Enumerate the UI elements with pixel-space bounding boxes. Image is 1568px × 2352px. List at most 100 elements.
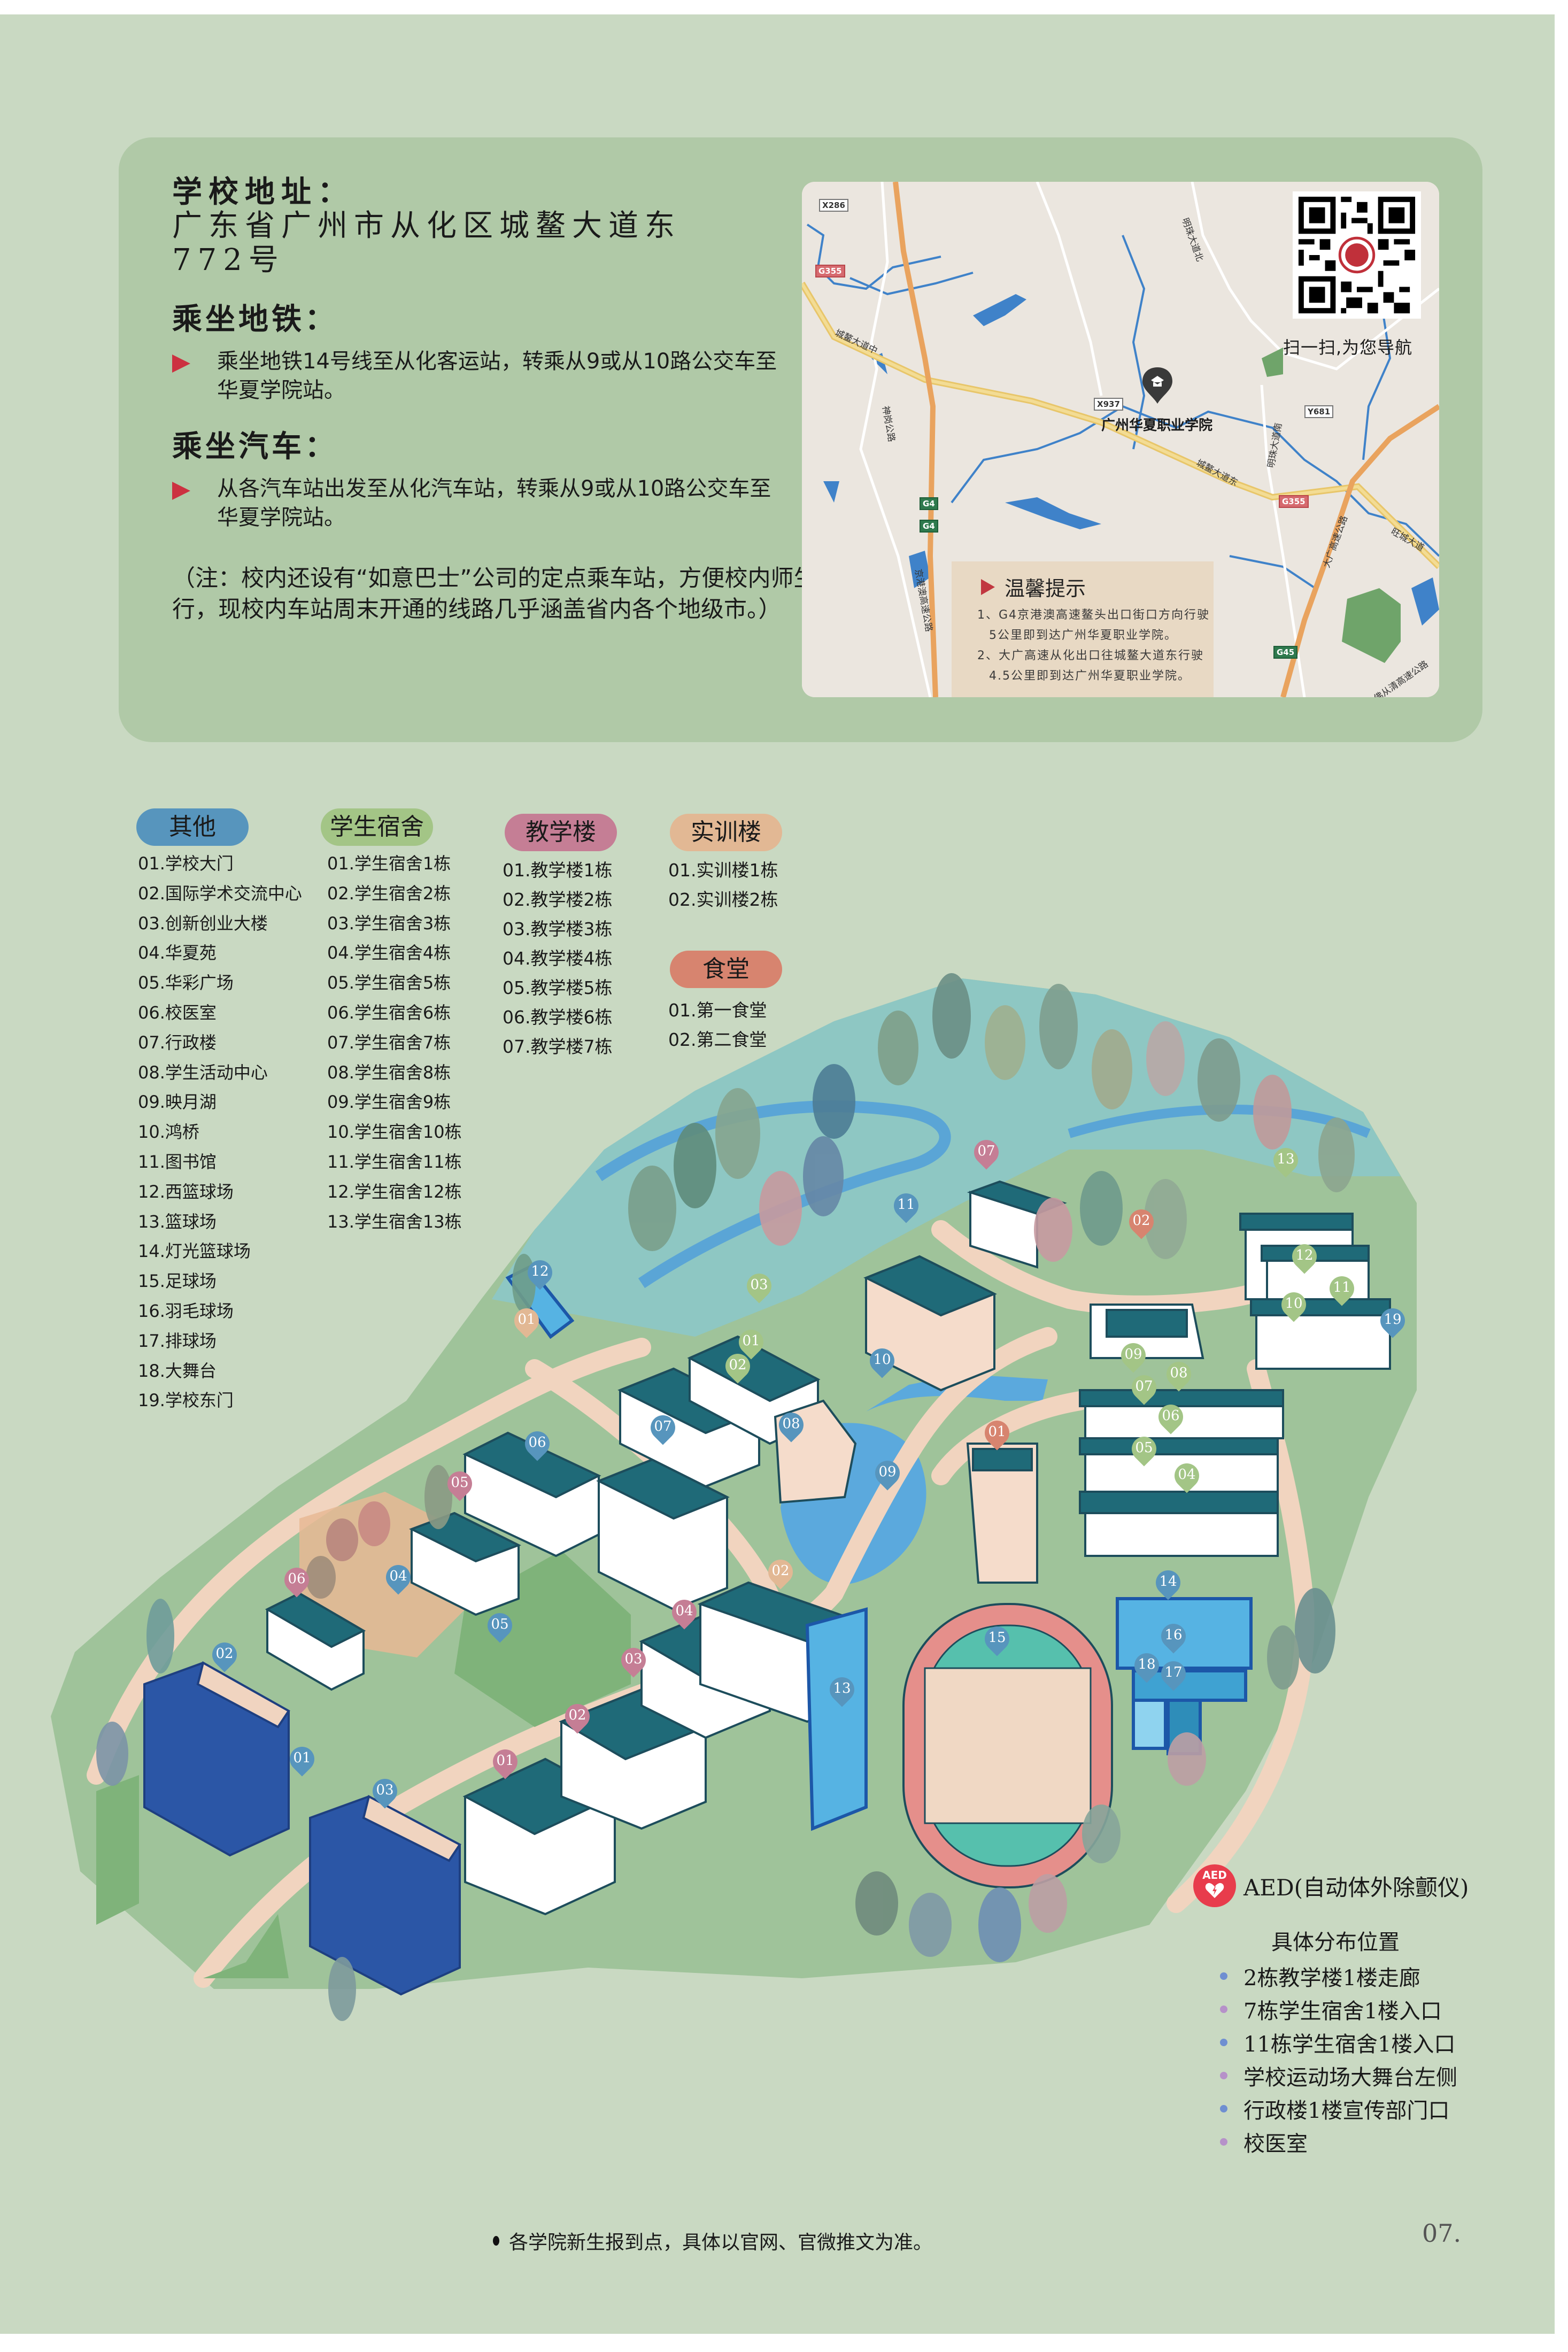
legend-label: 食堂 <box>702 955 750 983</box>
map-marker-dorm-03[interactable]: 03 <box>741 1268 777 1307</box>
marker-number: 15 <box>988 1630 1006 1646</box>
map-marker-dorm-06[interactable]: 06 <box>1153 1399 1188 1438</box>
map-marker-dorm-12[interactable]: 12 <box>1287 1239 1322 1277</box>
legend-item: 09.学生宿舍9栋 <box>327 1092 451 1113</box>
map-marker-teaching-01[interactable]: 01 <box>488 1744 523 1783</box>
map-marker-other-02[interactable]: 02 <box>207 1637 242 1676</box>
legend-item: 01.学校大门 <box>138 853 234 874</box>
map-marker-other-01[interactable]: 01 <box>284 1741 320 1780</box>
page-number: 07. <box>1422 2219 1462 2248</box>
map-marker-other-17[interactable]: 17 <box>1156 1656 1191 1694</box>
map-marker-teaching-05[interactable]: 05 <box>442 1466 477 1505</box>
map-marker-other-06[interactable]: 06 <box>520 1426 555 1464</box>
map-marker-teaching-02[interactable]: 02 <box>560 1699 595 1737</box>
marker-number: 01 <box>517 1312 536 1328</box>
map-marker-dorm-08[interactable]: 08 <box>1161 1356 1196 1395</box>
map-marker-other-04[interactable]: 04 <box>381 1560 416 1598</box>
map-marker-teaching-04[interactable]: 04 <box>667 1594 702 1633</box>
location-map[interactable]: X286 G355 X937 Y681 G4 G4 G355 G45 城鳌大道中… <box>802 182 1439 697</box>
legend-label: 其他 <box>169 813 216 840</box>
marker-number: 07 <box>654 1418 672 1435</box>
road-tag-g45: G45 <box>1273 646 1298 659</box>
legend-label: 实训楼 <box>691 819 761 846</box>
legend-item: 07.教学楼7栋 <box>503 1036 613 1057</box>
tip-line: 5公里即到达广州华夏职业学院。 <box>989 629 1177 642</box>
address-line-1: 广东省广州市从化区城鳌大道东 <box>172 209 681 243</box>
road-tag-g355: G355 <box>815 265 845 277</box>
aed-heart-icon: AED <box>1193 1864 1236 1907</box>
aed-header: AED AED(自动体外除颤仪) <box>1193 1864 1469 1907</box>
aed-location-text: 2栋教学楼1楼走廊 <box>1243 1966 1420 1991</box>
marker-number: 03 <box>750 1277 768 1293</box>
qr-code[interactable] <box>1293 191 1421 319</box>
bullet-dot-icon <box>1220 1972 1227 1980</box>
map-marker-dorm-02[interactable]: 02 <box>720 1348 755 1387</box>
map-marker-canteen-01[interactable]: 01 <box>979 1415 1015 1454</box>
address-and-transport: 学校地址： 广东省广州市从化区城鳌大道东 772号 乘坐地铁： 乘坐地铁14号线… <box>172 175 840 625</box>
map-marker-other-19[interactable]: 19 <box>1375 1303 1410 1341</box>
marker-number: 18 <box>1138 1656 1156 1672</box>
map-marker-other-07[interactable]: 07 <box>645 1410 681 1448</box>
legend-pill-dorm: 学生宿舍 <box>321 808 433 846</box>
map-marker-other-10[interactable]: 10 <box>864 1343 900 1382</box>
legend-item: 03.教学楼3栋 <box>503 919 613 939</box>
legend-item: 12.西篮球场 <box>138 1181 234 1202</box>
legend-item: 15.足球场 <box>138 1271 217 1292</box>
map-marker-dorm-05[interactable]: 05 <box>1126 1431 1162 1470</box>
legend-item: 03.学生宿舍3栋 <box>327 913 451 934</box>
map-marker-other-05[interactable]: 05 <box>482 1608 517 1646</box>
map-marker-other-13[interactable]: 13 <box>824 1672 860 1710</box>
transport-info-card: 学校地址： 广东省广州市从化区城鳌大道东 772号 乘坐地铁： 乘坐地铁14号线… <box>119 137 1482 742</box>
triangle-bullet-icon <box>981 579 995 595</box>
map-marker-dorm-13[interactable]: 13 <box>1268 1143 1303 1181</box>
legend-item: 01.教学楼1栋 <box>503 860 613 881</box>
map-marker-other-18[interactable]: 18 <box>1129 1648 1164 1686</box>
bullet-dot-icon <box>493 2236 499 2246</box>
tip-line: 1、G4京港澳高速鳌头出口街口方向行驶 <box>977 608 1210 622</box>
map-marker-training-02[interactable]: 02 <box>763 1554 798 1593</box>
marker-number: 02 <box>1132 1213 1150 1229</box>
road-tag-x937: X937 <box>1094 398 1123 411</box>
map-marker-dorm-01[interactable]: 01 <box>733 1324 769 1363</box>
map-marker-teaching-06[interactable]: 06 <box>279 1562 314 1601</box>
map-marker-dorm-10[interactable]: 10 <box>1276 1287 1311 1325</box>
marker-number: 02 <box>729 1357 747 1373</box>
marker-number: 17 <box>1164 1664 1183 1680</box>
map-marker-dorm-11[interactable]: 11 <box>1324 1271 1360 1309</box>
marker-number: 04 <box>675 1603 693 1619</box>
legend-item: 08.学生宿舍8栋 <box>327 1062 451 1083</box>
marker-number: 14 <box>1159 1574 1177 1590</box>
legend-pill-other: 其他 <box>136 808 249 846</box>
marker-number: 07 <box>1135 1378 1153 1394</box>
legend-item: 04.华夏苑 <box>138 943 217 963</box>
aed-location-text: 校医室 <box>1243 2132 1308 2156</box>
map-marker-other-15[interactable]: 15 <box>979 1621 1015 1660</box>
map-marker-canteen-02[interactable]: 02 <box>1124 1204 1159 1243</box>
triangle-bullet-icon <box>172 354 190 373</box>
marker-number: 03 <box>624 1651 643 1667</box>
legend-item: 06.教学楼6栋 <box>503 1007 613 1028</box>
map-marker-training-01[interactable]: 01 <box>509 1303 544 1341</box>
map-marker-teaching-07[interactable]: 07 <box>969 1135 1004 1173</box>
marker-number: 05 <box>491 1616 509 1632</box>
aed-location-item: 学校运动场大舞台左侧 <box>1220 2059 1457 2092</box>
marker-number: 05 <box>451 1475 469 1491</box>
map-marker-other-16[interactable]: 16 <box>1156 1618 1191 1657</box>
map-marker-other-14[interactable]: 14 <box>1150 1565 1186 1603</box>
map-marker-teaching-03[interactable]: 03 <box>616 1642 651 1681</box>
map-marker-dorm-09[interactable]: 09 <box>1116 1338 1151 1376</box>
map-marker-other-09[interactable]: 09 <box>870 1455 905 1494</box>
map-marker-dorm-07[interactable]: 07 <box>1126 1370 1162 1408</box>
legend-item: 05.学生宿舍5栋 <box>327 973 451 993</box>
bus-route-text: 从各汽车站出发至从化汽车站，转乘从9或从10路公交车至华夏学院站。 <box>217 476 771 530</box>
aed-location-item: 11栋学生宿舍1楼入口 <box>1220 2026 1457 2059</box>
map-marker-dorm-04[interactable]: 04 <box>1169 1458 1204 1497</box>
map-marker-other-08[interactable]: 08 <box>774 1407 809 1446</box>
marker-number: 10 <box>873 1352 891 1368</box>
map-marker-other-12[interactable]: 12 <box>522 1255 558 1293</box>
map-marker-other-03[interactable]: 03 <box>367 1773 403 1812</box>
map-marker-other-11[interactable]: 11 <box>889 1188 924 1227</box>
marker-number: 02 <box>215 1646 234 1662</box>
